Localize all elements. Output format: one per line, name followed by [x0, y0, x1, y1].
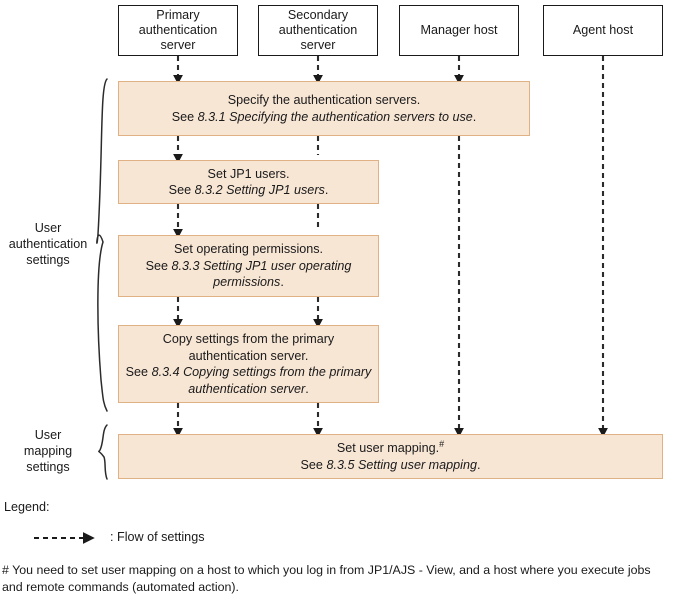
- header-primary-line2: authentication: [138, 23, 218, 37]
- header-manager-label: Manager host: [420, 23, 498, 37]
- group-label-user-mapping-settings: User mapping settings: [0, 427, 96, 475]
- header-secondary-line3: server: [300, 38, 336, 52]
- group1-line3: settings: [26, 460, 70, 474]
- step2-reference-line: See 8.3.3 Setting JP1 user operating per…: [125, 258, 372, 291]
- legend-title: Legend:: [4, 500, 50, 514]
- step-box-copy-settings-from-primary: Copy settings from the primary authentic…: [118, 325, 379, 403]
- header-primary-line3: server: [160, 38, 196, 52]
- step0-see-prefix: See: [171, 109, 198, 124]
- header-secondary-line1: Secondary: [287, 8, 349, 22]
- group-label-user-authentication-settings: User authentication settings: [0, 220, 96, 268]
- step1-reference: 8.3.2 Setting JP1 users: [194, 183, 325, 197]
- group-braces: [96, 78, 108, 480]
- step4-footnote-marker: #: [439, 438, 445, 449]
- step4-action: Set user mapping.: [336, 441, 440, 455]
- group1-line2: mapping: [23, 444, 73, 458]
- step4-reference: 8.3.5 Setting user mapping: [326, 457, 477, 472]
- step-box-specify-authentication-servers: Specify the authentication servers. See …: [118, 81, 530, 136]
- step3-see-prefix: See: [125, 365, 152, 379]
- brace-user-mapping-settings: [98, 424, 108, 480]
- footnote-text: # You need to set user mapping on a host…: [2, 563, 651, 594]
- step0-action: Specify the authentication servers.: [227, 93, 421, 107]
- step2-action: Set operating permissions.: [173, 242, 324, 257]
- legend-flow-label: : Flow of settings: [110, 530, 205, 544]
- step4-reference-line: See 8.3.5 Setting user mapping.: [301, 457, 481, 474]
- group0-line3: settings: [26, 253, 70, 267]
- group0-line2: authentication: [8, 237, 88, 251]
- header-secondary-line2: authentication: [278, 23, 358, 37]
- step2-see-prefix: See: [145, 258, 172, 273]
- brace-user-authentication-settings: [96, 78, 108, 412]
- step0-reference-line: See 8.3.1 Specifying the authentication …: [172, 109, 477, 126]
- step1-reference-line: See 8.3.2 Setting JP1 users.: [169, 182, 329, 199]
- step3-action: Copy settings from the primary authentic…: [162, 332, 335, 363]
- column-header-secondary: Secondary authentication server: [258, 5, 378, 56]
- column-header-manager: Manager host: [399, 5, 519, 56]
- column-header-agent: Agent host: [543, 5, 663, 56]
- step-box-set-user-mapping: Set user mapping.# See 8.3.5 Setting use…: [118, 434, 663, 479]
- header-primary-line1: Primary: [156, 8, 200, 22]
- step0-see-suffix: .: [472, 109, 477, 124]
- step3-reference: 8.3.4 Copying settings from the primary …: [151, 365, 372, 396]
- column-header-primary: Primary authentication server: [118, 5, 238, 56]
- step-box-set-jp1-users: Set JP1 users. See 8.3.2 Setting JP1 use…: [118, 160, 379, 204]
- step2-see-suffix: .: [280, 275, 284, 290]
- step3-see-suffix: .: [305, 381, 309, 396]
- step3-reference-line: See 8.3.4 Copying settings from the prim…: [125, 364, 372, 397]
- step2-reference: 8.3.3 Setting JP1 user operating permiss…: [171, 258, 352, 290]
- group0-line1: User: [34, 221, 62, 235]
- step4-action-line: Set user mapping.#: [336, 438, 445, 457]
- step-box-set-operating-permissions: Set operating permissions. See 8.3.3 Set…: [118, 235, 379, 297]
- step4-see-suffix: .: [476, 457, 481, 472]
- step0-reference: 8.3.1 Specifying the authentication serv…: [197, 109, 473, 124]
- step1-see-suffix: .: [324, 183, 329, 197]
- group1-line1: User: [34, 428, 62, 442]
- flow-connectors: [173, 56, 608, 438]
- step1-action: Set JP1 users.: [207, 166, 290, 181]
- step1-see-prefix: See: [168, 183, 195, 197]
- step4-see-prefix: See: [300, 457, 327, 472]
- header-agent-label: Agent host: [572, 23, 634, 37]
